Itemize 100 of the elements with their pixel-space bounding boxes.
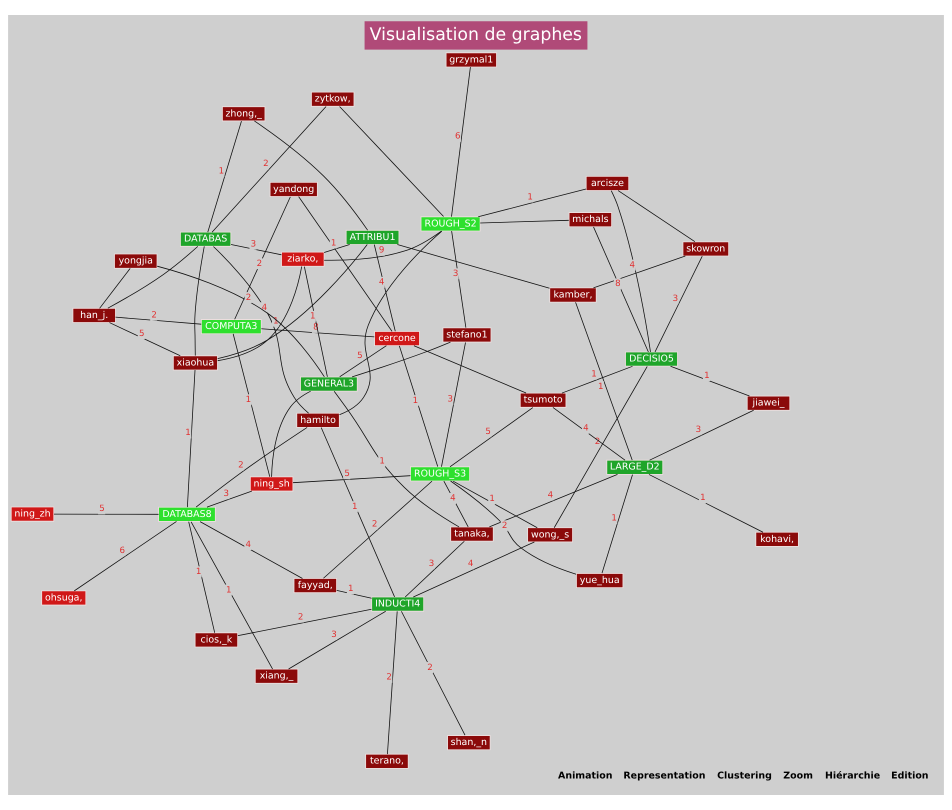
edge-label: 1: [310, 312, 316, 322]
connector: [232, 333, 270, 478]
edge-label: 2: [151, 310, 157, 320]
node-box: ziarko,: [281, 252, 324, 267]
edge-label: 2: [502, 521, 508, 532]
node-box: ATTRIBU1: [346, 230, 400, 245]
node-box: han_j.: [72, 308, 116, 323]
connector: [194, 246, 205, 356]
connector: [478, 188, 586, 218]
edge-label: 2: [298, 612, 304, 622]
edge-label: 6: [119, 546, 125, 556]
edge-label: 3: [452, 269, 458, 280]
node-box: COMPUTA3: [201, 319, 262, 334]
edge-label: 4: [378, 278, 384, 288]
edge-label: 1: [700, 493, 706, 504]
connector: [480, 220, 570, 224]
edge-label: 2: [238, 460, 244, 470]
edge-label: 5: [485, 426, 491, 437]
connector: [387, 610, 398, 755]
node-box: xiang,_: [254, 668, 298, 684]
label: Edition: [891, 770, 929, 782]
edge-label: 1: [352, 502, 358, 512]
connector: [450, 407, 534, 468]
connector: [575, 302, 633, 460]
label: Zoom: [783, 770, 813, 782]
edge-label: 1: [246, 395, 252, 406]
connector: [602, 474, 633, 574]
connector: [260, 328, 375, 338]
node-box: jiawei_: [746, 396, 790, 411]
connector: [404, 540, 465, 598]
edge-label: 1: [598, 382, 604, 392]
node-box: tsumoto: [520, 392, 566, 408]
connector: [292, 475, 411, 484]
edge-label: 1: [527, 192, 533, 202]
connector: [400, 610, 466, 736]
node-box: DECISIO5: [625, 352, 678, 367]
edge-label: 3: [250, 239, 256, 250]
node-box: ning_sh: [250, 476, 294, 492]
edge-label: 1: [185, 428, 191, 438]
connector: [234, 196, 291, 320]
connector: [107, 246, 198, 309]
connector: [336, 590, 372, 599]
connector: [670, 366, 750, 396]
node-box: hamilto: [296, 412, 340, 428]
node-box: DATABAS: [180, 232, 232, 247]
connector: [610, 190, 651, 352]
edge-label: 5: [138, 328, 144, 339]
node-box: yandong: [270, 182, 318, 197]
node-box: shan,_n: [447, 735, 491, 750]
edge-label: 1: [196, 567, 202, 578]
connector: [254, 120, 368, 231]
connector: [414, 345, 526, 394]
edge-label: 1: [348, 584, 354, 594]
connector: [654, 256, 703, 352]
edge-label: 2: [372, 519, 378, 530]
connector: [593, 226, 649, 352]
edge-label: 1: [611, 513, 617, 524]
edge-label: 4: [262, 302, 268, 313]
connector: [352, 342, 451, 378]
connector: [618, 190, 696, 242]
connector: [156, 266, 325, 378]
connector: [320, 427, 395, 598]
edge-label: 3: [448, 394, 454, 404]
connector: [217, 244, 368, 360]
edge-label: 2: [594, 436, 600, 447]
connector: [213, 246, 309, 414]
connector: [206, 490, 252, 508]
node-box: kamber,: [549, 288, 597, 302]
connector: [323, 480, 432, 579]
label: Hiérarchie: [825, 770, 880, 782]
connector: [554, 366, 648, 528]
connector: [271, 390, 312, 478]
node-box: LARGE_D2: [606, 460, 664, 475]
edge-label: 1: [412, 396, 418, 406]
edge-label: 9: [378, 246, 384, 256]
edge-label: 5: [357, 350, 363, 361]
edge-label: 4: [245, 540, 251, 550]
node-box: fayyad,: [294, 578, 337, 594]
connector: [99, 268, 131, 309]
connector: [339, 345, 387, 378]
edge-label: 2: [386, 672, 392, 682]
node-box: ning_zh: [10, 506, 54, 522]
node-box: ROUGH_S3: [410, 466, 470, 482]
node-box: wong,_s: [527, 527, 573, 542]
connector: [74, 521, 177, 592]
connector: [188, 521, 216, 634]
edge-label: 3: [696, 424, 702, 435]
edge-label: 5: [344, 468, 350, 479]
edge-label: 4: [548, 490, 554, 500]
edge-label: 3: [428, 558, 434, 569]
edge-label: 1: [226, 585, 232, 596]
connector: [412, 542, 535, 598]
node-box: cercone: [374, 331, 420, 346]
node-box: michals: [568, 212, 612, 228]
node-box: GENERAL3: [300, 376, 358, 392]
node-box: zhong,_: [222, 106, 266, 122]
connector: [304, 266, 328, 378]
edge-label: 1: [489, 494, 495, 504]
connector: [396, 244, 550, 289]
edge-label: 2: [246, 292, 252, 303]
